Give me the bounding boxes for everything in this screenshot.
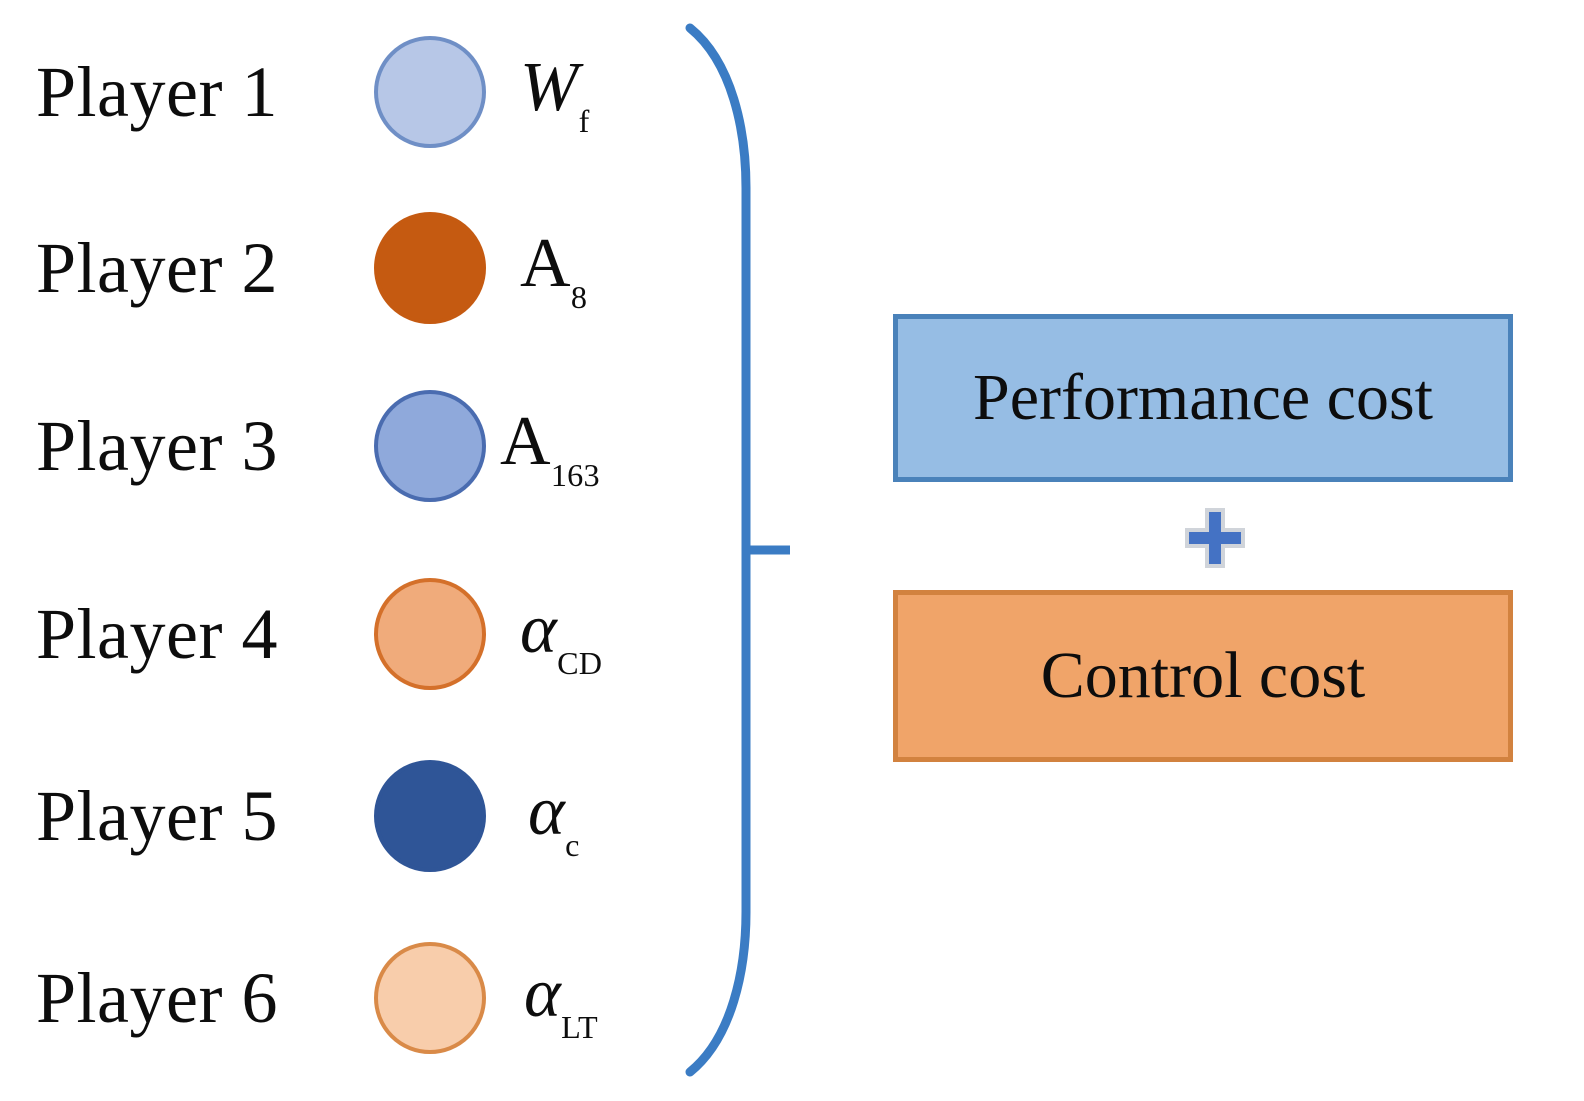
player-row: Player 2 A8 — [0, 180, 680, 356]
player-symbol-subscript: CD — [557, 644, 603, 681]
player-symbol-subscript: 163 — [550, 456, 600, 493]
player-symbol: αLT — [524, 959, 598, 1043]
player-label: Player 3 — [36, 406, 278, 486]
plus-icon — [1185, 508, 1245, 568]
player-symbol-base: α — [528, 773, 565, 851]
player-symbol-base: A — [520, 225, 571, 303]
grouping-brace-icon — [685, 23, 790, 1077]
player-row: Player 3 A163 — [0, 358, 680, 534]
performance-cost-label: Performance cost — [973, 361, 1433, 434]
performance-cost-box: Performance cost — [893, 314, 1513, 482]
cost-stack: Performance cost Control cost — [893, 314, 1513, 762]
player-color-dot — [374, 212, 486, 324]
player-symbol-base: α — [524, 955, 561, 1033]
control-cost-label: Control cost — [1040, 639, 1366, 712]
player-color-dot — [374, 760, 486, 872]
player-row: Player 1 Wf — [0, 4, 680, 180]
player-symbol: A8 — [520, 229, 587, 313]
player-label: Player 4 — [36, 594, 278, 674]
player-color-dot — [374, 578, 486, 690]
player-label: Player 6 — [36, 958, 278, 1038]
player-symbol: Wf — [520, 53, 589, 137]
player-row: Player 6 αLT — [0, 910, 680, 1086]
player-symbol-base: A — [500, 403, 551, 481]
player-symbol: A163 — [500, 407, 600, 491]
player-label: Player 2 — [36, 228, 278, 308]
player-symbol: αCD — [520, 595, 602, 679]
player-symbol-subscript: f — [578, 102, 590, 139]
player-list: Player 1 Wf Player 2 A8 Player 3 A163 Pl… — [0, 0, 680, 1101]
control-cost-box: Control cost — [893, 590, 1513, 762]
player-symbol-base: W — [520, 49, 579, 127]
player-color-dot — [374, 390, 486, 502]
player-symbol-subscript: c — [565, 826, 580, 863]
player-row: Player 5 αc — [0, 728, 680, 904]
player-symbol: αc — [528, 777, 579, 861]
player-label: Player 5 — [36, 776, 278, 856]
player-color-dot — [374, 36, 486, 148]
player-color-dot — [374, 942, 486, 1054]
player-row: Player 4 αCD — [0, 546, 680, 722]
player-label: Player 1 — [36, 52, 278, 132]
player-symbol-base: α — [520, 591, 557, 669]
player-symbol-subscript: LT — [561, 1008, 598, 1045]
player-symbol-subscript: 8 — [570, 278, 588, 315]
